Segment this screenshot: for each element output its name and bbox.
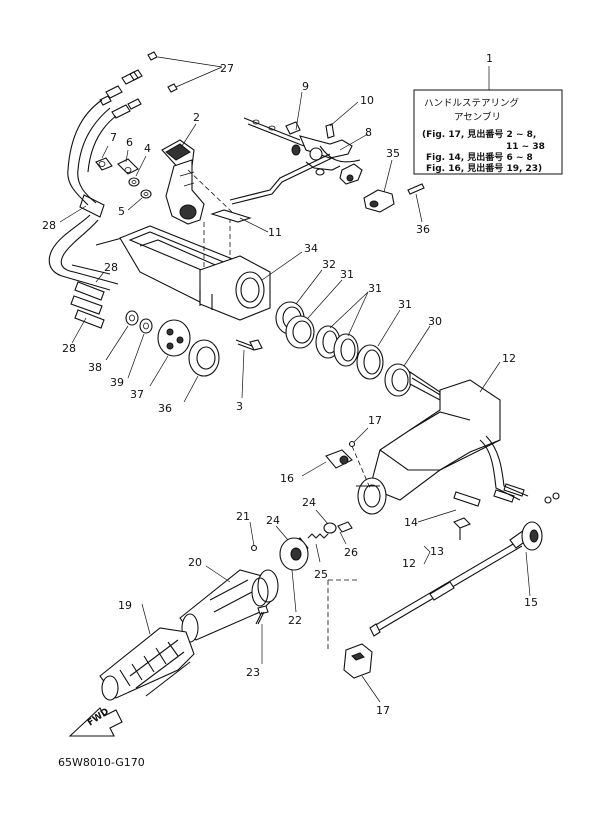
- steering-bracket-housing: [356, 370, 560, 515]
- handle-clip-11: [187, 169, 252, 223]
- callout-13: 13: [430, 545, 444, 558]
- callout-4: 4: [144, 142, 151, 155]
- callout-24-left: 24: [266, 514, 280, 527]
- legend-title-line2: アセンブリ: [454, 111, 501, 123]
- callout-1: 1: [486, 52, 493, 65]
- shift-lever: [161, 139, 205, 225]
- callout-34: 36: [158, 402, 172, 415]
- callout-28-lower: 28: [62, 342, 76, 355]
- washer-stack: [188, 301, 412, 397]
- bolt-15: [453, 517, 471, 540]
- small-parts-4-7: [95, 157, 152, 199]
- callout-5: 5: [118, 205, 125, 218]
- callout-20: 20: [188, 556, 202, 569]
- callout-9: 9: [302, 80, 309, 93]
- legend-line1: (Fig. 17, 見出番号 2 ~ 8,: [422, 128, 536, 140]
- callout-21: 22: [288, 614, 302, 627]
- callout-14: 15: [524, 596, 538, 609]
- callout-11: 11: [268, 226, 282, 239]
- steering-handle-housing: [119, 218, 271, 321]
- legend-line3: Fig. 14, 見出番号 6 ~ 8: [426, 151, 533, 163]
- cable-end-parts: [99, 51, 178, 119]
- callout-35: 37: [130, 388, 144, 401]
- callout-16: 17: [376, 704, 390, 717]
- callout-37: 39: [110, 376, 124, 389]
- callout-2: 2: [193, 111, 200, 124]
- callout-22: 21: [236, 510, 250, 523]
- callout-36: 38: [88, 361, 102, 374]
- legend-box: 1 ハンドルステアリング アセンブリ (Fig. 17, 見出番号 2 ~ 8,…: [413, 52, 563, 175]
- callout-29: 28: [42, 219, 56, 232]
- diagram-code: 65W8010-G170: [58, 756, 145, 769]
- callout-28-upper: 28: [104, 261, 118, 274]
- legend-line2: 11 ~ 38: [506, 142, 545, 152]
- legend-title-line1: ハンドルステアリング: [424, 97, 520, 109]
- spring-parts-24-26: [307, 521, 353, 539]
- callout-3: 3: [236, 400, 243, 413]
- callout-17: 16: [280, 472, 294, 485]
- friction-plate-16: [327, 579, 373, 679]
- callout-26: 26: [344, 546, 358, 559]
- legend-line4: Fig. 16, 見出番号 19, 23): [426, 162, 542, 174]
- callout-8: 8: [365, 126, 372, 139]
- friction-rod-14: [369, 521, 543, 637]
- callout-6: 6: [126, 136, 133, 149]
- control-cables: [48, 99, 123, 329]
- callout-23: 23: [246, 666, 260, 679]
- callout-12-upper: 12: [502, 352, 516, 365]
- grip-end-parts: [125, 310, 191, 357]
- clip-parts-39-40: [339, 163, 425, 213]
- callout-25: 25: [314, 568, 328, 581]
- fwd-indicator: FWD: [68, 707, 123, 737]
- callout-10: 10: [360, 94, 374, 107]
- callout-31-upper: 31: [340, 268, 354, 281]
- callout-39: 35: [386, 147, 400, 160]
- stopper-parts-17-18: [325, 440, 371, 489]
- callout-24-right: 24: [302, 496, 316, 509]
- callout-33: 32: [322, 258, 336, 271]
- callout-32: 31: [368, 282, 382, 295]
- callout-19: 19: [118, 599, 132, 612]
- callout-15: 14: [404, 516, 418, 529]
- callout-40: 36: [416, 223, 430, 236]
- callout-30: 30: [428, 315, 442, 328]
- callout-18: 17: [368, 414, 382, 427]
- throttle-linkage: [229, 117, 361, 205]
- callout-38: 34: [304, 242, 318, 255]
- callout-12-lower: 12: [402, 557, 416, 570]
- callout-31-lower: 31: [398, 298, 412, 311]
- callout-7: 7: [110, 131, 117, 144]
- callout-27: 27: [220, 62, 234, 75]
- bolt-3: [235, 339, 263, 351]
- throttle-grip-assembly: [99, 537, 309, 701]
